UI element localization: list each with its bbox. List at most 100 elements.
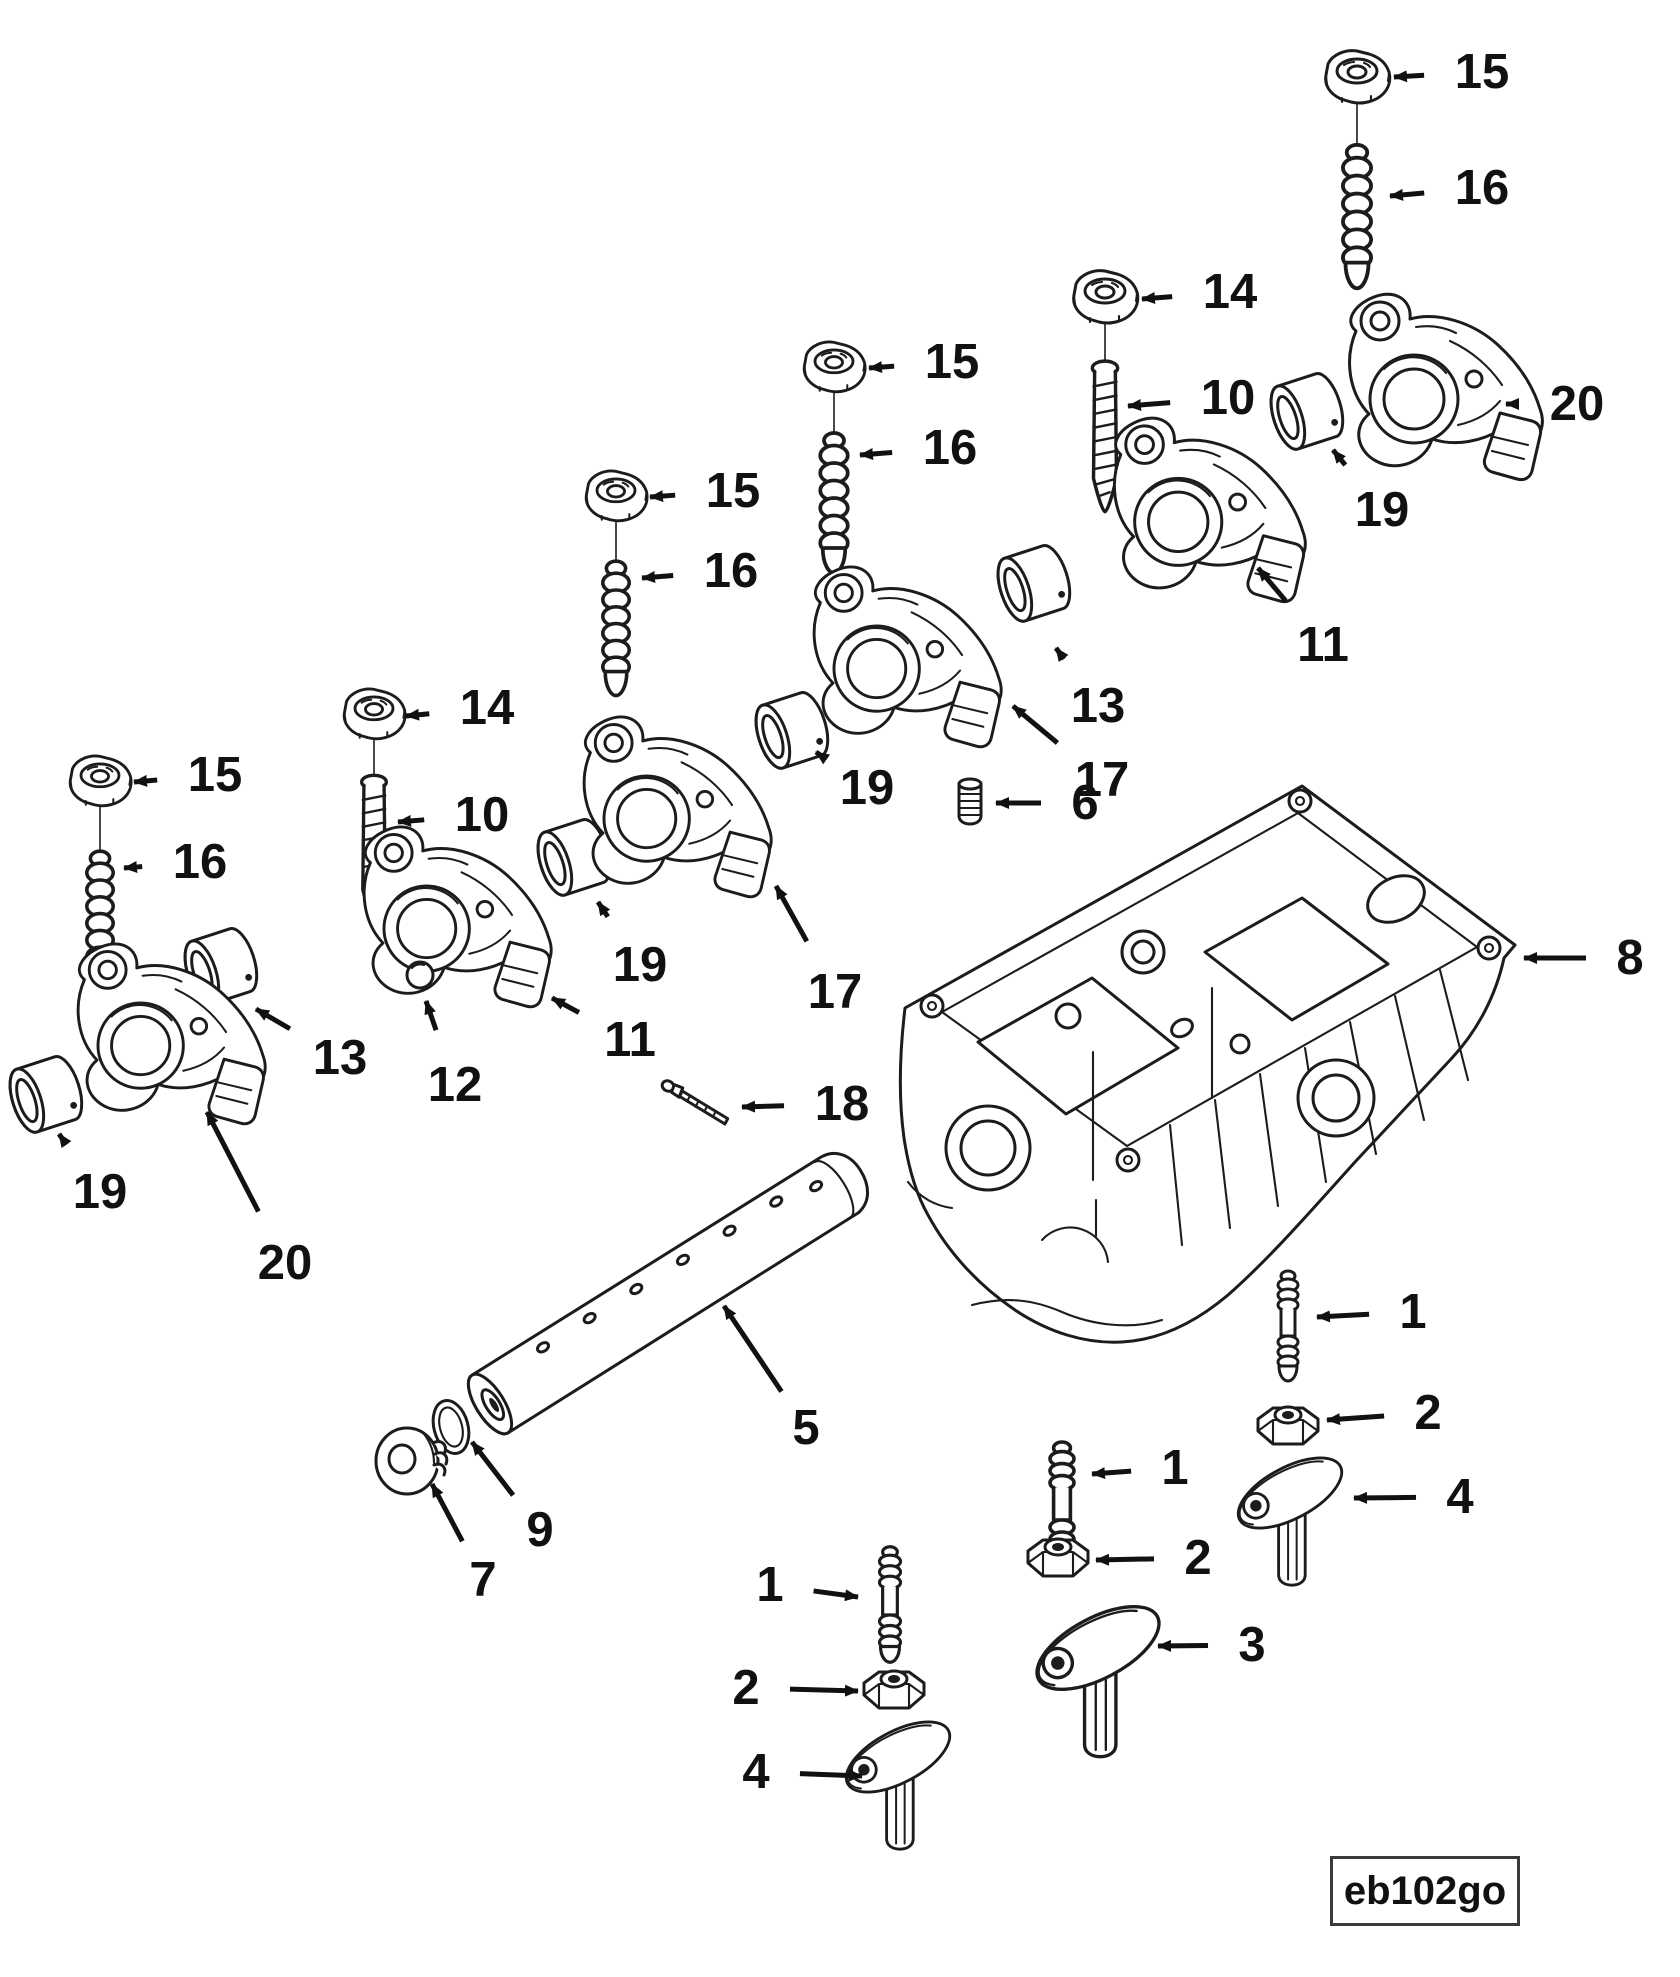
shaft-plug-part-7 (374, 1426, 449, 1496)
callout-arrow-2a (1326, 1413, 1385, 1426)
hex-nut-part-2-c (862, 1669, 926, 1710)
callout-19c: 19 (595, 900, 668, 992)
callout-arrow-4a (1353, 1491, 1417, 1504)
callout-arrow-19c (595, 900, 611, 919)
callout-number-14a: 14 (1203, 265, 1258, 319)
screw-part-16-b (818, 431, 850, 575)
diagram-code-box: eb102go (1330, 1856, 1520, 1926)
callout-11b: 11 (550, 995, 656, 1067)
callout-number-11b: 11 (604, 1013, 656, 1067)
nut-part-14-b (342, 687, 407, 741)
callout-19a: 19 (1331, 448, 1409, 537)
callout-2c: 2 (732, 1661, 859, 1715)
diagram-code-label: eb102go (1343, 1868, 1507, 1913)
callout-6: 6 (995, 776, 1099, 830)
callout-20a: 20 (1505, 377, 1605, 431)
callout-arrow-1a (1316, 1310, 1370, 1323)
callout-number-1b: 1 (1161, 1441, 1188, 1495)
ball-part-12 (405, 960, 435, 990)
callout-13b: 13 (1053, 646, 1126, 733)
callout-19d: 19 (56, 1132, 127, 1219)
callout-1c: 1 (756, 1558, 859, 1612)
callout-16d: 16 (123, 835, 227, 889)
callout-8: 8 (1523, 931, 1644, 985)
callout-arrow-2c (789, 1684, 859, 1697)
callout-number-4b: 4 (742, 1745, 769, 1799)
callout-arrow-15d (133, 774, 158, 787)
screw-part-16-c (600, 559, 632, 698)
callout-10b: 10 (397, 788, 510, 842)
callout-arrow-16b (859, 448, 893, 460)
callout-number-20a: 20 (1550, 377, 1605, 431)
callout-arrow-16d (123, 860, 143, 873)
callout-15d: 15 (133, 748, 243, 802)
callout-2a: 2 (1326, 1386, 1442, 1440)
nut-part-15-b (802, 340, 867, 394)
callout-15b: 15 (868, 335, 979, 389)
callout-arrow-10b (397, 814, 425, 827)
callout-15a: 15 (1393, 45, 1510, 99)
callout-number-20b: 20 (258, 1236, 313, 1290)
callout-number-15d: 15 (188, 748, 243, 802)
housing-opening-left (976, 976, 1180, 1116)
callout-number-6: 6 (1071, 776, 1098, 830)
stud-part-1-a (1276, 1269, 1300, 1383)
callout-number-2b: 2 (1184, 1531, 1211, 1585)
callout-16c: 16 (641, 544, 758, 598)
nut-part-15-c (584, 469, 649, 523)
callout-number-19c: 19 (613, 938, 668, 992)
callout-1b: 1 (1091, 1441, 1189, 1495)
callout-number-7: 7 (469, 1553, 496, 1607)
callout-number-19b: 19 (840, 761, 895, 815)
callout-3: 3 (1157, 1618, 1266, 1672)
callout-arrow-11a (1256, 566, 1288, 603)
callout-arrow-15c (649, 490, 676, 503)
callout-number-16b: 16 (923, 421, 978, 475)
callout-number-1c: 1 (756, 1558, 783, 1612)
callout-9: 9 (470, 1440, 554, 1557)
callout-arrow-18 (741, 1100, 785, 1113)
stud-part-1-c (877, 1545, 903, 1664)
callout-14a: 14 (1141, 265, 1258, 319)
o-ring-part-9 (431, 1399, 471, 1455)
callout-number-9: 9 (526, 1503, 553, 1557)
rocker-housing-part-8 (898, 784, 1517, 1344)
callout-arrow-10a (1127, 398, 1171, 411)
callout-number-2c: 2 (732, 1661, 759, 1715)
housing-opening-right (1203, 896, 1390, 1022)
callout-1a: 1 (1316, 1285, 1427, 1339)
callout-arrow-17a (1011, 704, 1060, 745)
callout-number-14b: 14 (460, 681, 515, 735)
pin-part-18 (660, 1079, 730, 1126)
hex-nut-part-2-b (1026, 1537, 1090, 1578)
callout-number-13b: 13 (1071, 679, 1126, 733)
nut-part-15-d (68, 754, 133, 808)
callout-arrow-15a (1393, 70, 1425, 83)
callout-arrow-4b (799, 1769, 863, 1782)
callout-14b: 14 (405, 681, 515, 735)
callout-arrow-11b (550, 995, 581, 1015)
callout-number-10b: 10 (455, 788, 510, 842)
callout-arrow-14b (405, 708, 430, 721)
callout-arrow-16c (641, 570, 674, 583)
callout-number-17a: 17 (1075, 753, 1130, 807)
callout-number-16a: 16 (1455, 161, 1510, 215)
callout-arrow-12 (423, 1000, 439, 1031)
callout-number-15a: 15 (1455, 45, 1510, 99)
callout-number-13a: 13 (313, 1031, 368, 1085)
callout-10a: 10 (1127, 371, 1255, 425)
callout-4a: 4 (1353, 1470, 1474, 1524)
callout-number-11a: 11 (1297, 618, 1349, 672)
nut-part-15-a (1324, 49, 1392, 105)
callout-number-18: 18 (815, 1077, 870, 1131)
callout-arrow-5 (721, 1304, 784, 1393)
callout-number-4a: 4 (1446, 1470, 1473, 1524)
callout-15c: 15 (649, 464, 760, 518)
callout-20b: 20 (204, 1110, 313, 1290)
callout-number-3: 3 (1238, 1618, 1265, 1672)
nut-part-14-a (1072, 269, 1140, 325)
callout-arrow-19b (814, 749, 831, 765)
rocker-shaft-part-5 (466, 1152, 870, 1436)
callout-7: 7 (429, 1482, 497, 1607)
